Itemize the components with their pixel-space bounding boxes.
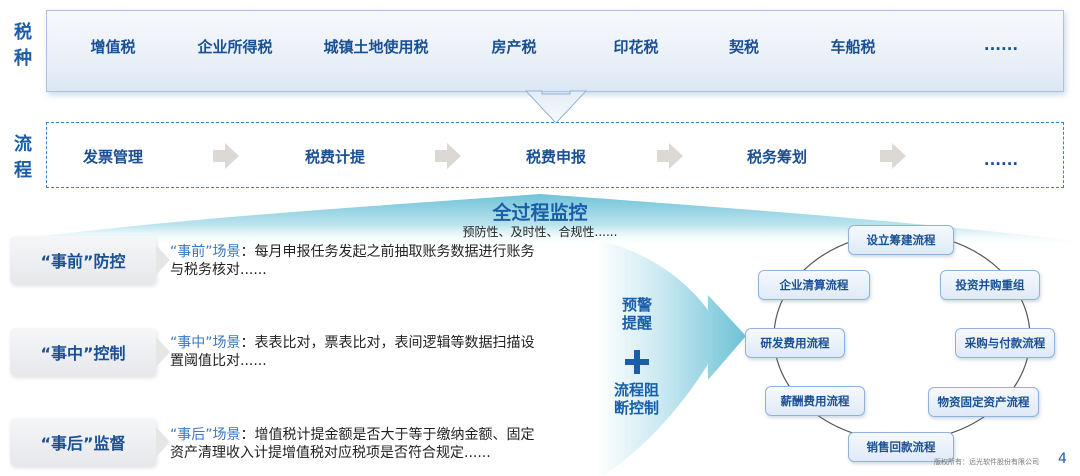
flow-step-tax-planning: 税务筹划: [746, 148, 808, 166]
tax-types-side-label: 税 种: [8, 20, 38, 72]
arrow-right-icon: [880, 143, 906, 169]
ring-node-rnd-expense: 研发费用流程: [745, 328, 845, 358]
process-side-label: 流 程: [8, 132, 38, 184]
description-line: 资产清理收入计提增值税对应税项是否符合规定......: [170, 445, 491, 461]
tax-types-panel: 增值税 企业所得税 城镇土地使用税 房产税 印花税 契税 车船税 ......: [46, 10, 1064, 92]
tax-item-land-use: 城镇土地使用税: [323, 38, 429, 56]
label-line: 预警: [622, 296, 653, 314]
flow-step-invoice-management: 发票管理: [82, 148, 144, 166]
phase-post-description: “事后”场景：增值税计提金额是否大于等于缴纳金额、固定 资产清理收入计提增值税对…: [170, 426, 590, 462]
process-block-control-label: 流程阻 断控制: [614, 381, 659, 417]
ring-node-procurement-payment: 采购与付款流程: [955, 328, 1055, 358]
copyright-text: 版权所有：远光软件股份有限公司: [934, 458, 1039, 466]
ring-node-sales-collection: 销售回款流程: [848, 432, 954, 462]
phase-in-process-description: “事中”场景：表表比对，票表比对，表间逻辑等数据扫描设 置阈值比对......: [170, 334, 590, 370]
ring-node-investment-mna: 投资并购重组: [940, 270, 1040, 300]
side-label-char: 流: [14, 134, 32, 155]
description-line: ：表表比对，票表比对，表间逻辑等数据扫描设: [240, 335, 535, 351]
down-arrow-icon: [524, 90, 588, 124]
phase-in-process-control: “事中”控制: [10, 328, 156, 376]
tax-item-deed: 契税: [728, 38, 760, 56]
plus-icon: [625, 350, 649, 374]
tax-item-vat: 增值税: [90, 38, 136, 56]
description-line: 置阈值比对......: [170, 353, 267, 369]
label-line: 流程阻: [614, 381, 660, 399]
flow-step-more: ......: [983, 151, 1019, 169]
side-label-char: 税: [14, 22, 32, 43]
tax-item-corporate-income: 企业所得税: [197, 38, 273, 56]
description-line: ：每月申报任务发起之前抽取账务数据进行账务: [240, 244, 535, 260]
process-flow-panel: 发票管理 税费计提 税费申报 税务筹划 ......: [46, 122, 1064, 188]
pointer-arrow-icon: [156, 245, 170, 275]
label-line: 断控制: [614, 399, 660, 417]
arrow-right-icon: [435, 143, 461, 169]
flow-step-tax-filing: 税费申报: [525, 148, 587, 166]
scene-tag: “事后”场景: [170, 427, 241, 443]
tax-item-stamp: 印花税: [613, 38, 659, 56]
phase-pre-control: “事前”防控: [10, 236, 156, 284]
arrow-right-icon: [657, 143, 683, 169]
label-line: 提醒: [622, 314, 653, 332]
ring-node-fixed-assets: 物资固定资产流程: [928, 387, 1039, 417]
description-line: ：增值税计提金额是否大于等于缴纳金额、固定: [240, 427, 535, 443]
monitoring-title: 全过程监控: [492, 202, 588, 224]
tax-item-property: 房产税: [491, 38, 537, 56]
pointer-arrow-icon: [156, 427, 170, 457]
tax-item-vehicle-vessel: 车船税: [830, 38, 876, 56]
tax-item-more: ......: [983, 36, 1019, 54]
side-label-char: 程: [14, 160, 32, 181]
phase-pre-description: “事前”场景：每月申报任务发起之前抽取账务数据进行账务 与税务核对......: [170, 243, 590, 279]
description-line: 与税务核对......: [170, 262, 267, 278]
ring-node-liquidation: 企业清算流程: [758, 270, 870, 300]
side-label-char: 种: [14, 48, 32, 69]
pointer-arrow-icon: [156, 337, 170, 367]
page-number: 4: [1058, 451, 1067, 467]
flow-step-tax-accrual: 税费计提: [304, 148, 366, 166]
warning-reminder-label: 预警 提醒: [622, 296, 652, 332]
monitoring-band: [10, 194, 1070, 246]
ring-node-establishment: 设立筹建流程: [848, 225, 954, 255]
scene-tag: “事中”场景: [170, 335, 241, 351]
arrow-right-icon: [213, 143, 239, 169]
scene-tag: “事前”场景: [170, 244, 241, 260]
monitoring-subtitle: 预防性、及时性、合规性......: [462, 225, 618, 239]
ring-node-payroll-expense: 薪酬费用流程: [765, 386, 865, 416]
phase-post-supervision: “事后”监督: [10, 418, 156, 466]
funnel-arrow-icon: [596, 240, 746, 476]
